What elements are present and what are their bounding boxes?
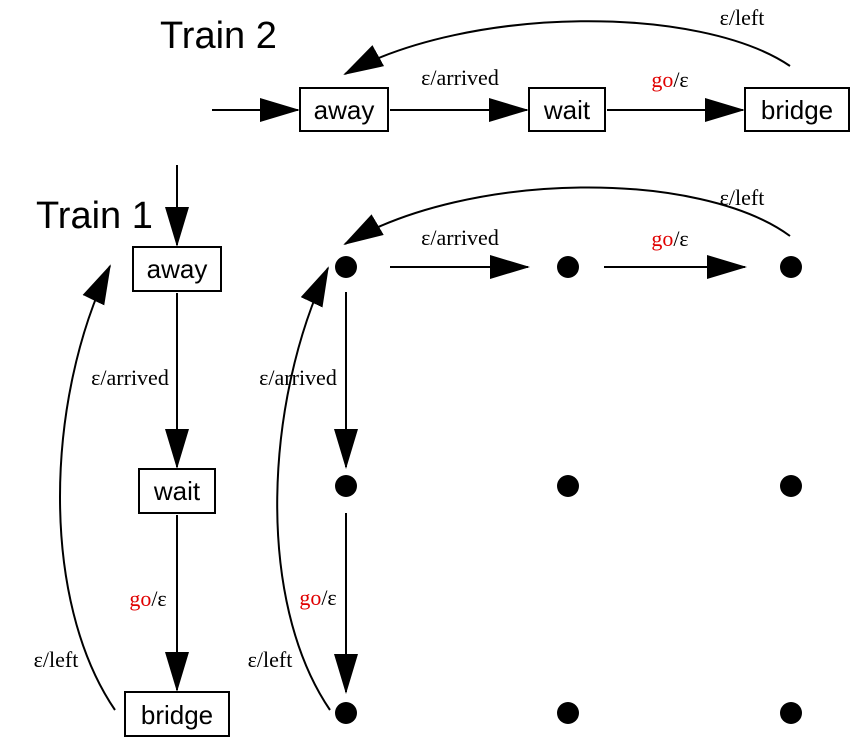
state-label: bridge (141, 700, 213, 730)
product-state-away-away (335, 256, 357, 278)
product-state-bridge-wait (557, 702, 579, 724)
train2-title: Train 2 (160, 15, 277, 57)
train2-state-bridge: bridge (744, 87, 850, 132)
product-label-top-b: go/ε (651, 226, 688, 251)
product-state-away-bridge (780, 256, 802, 278)
train2-state-wait: wait (528, 87, 606, 132)
train2-label-wait-bridge: go/ε (651, 67, 688, 92)
train1-title: Train 1 (36, 195, 153, 237)
train1-label-away-wait: ε/arrived (91, 365, 169, 390)
train2-state-away: away (299, 87, 389, 132)
train1-state-bridge: bridge (124, 691, 230, 737)
state-label: wait (543, 95, 591, 125)
state-label: wait (153, 476, 201, 506)
train2-automaton: Train 2 away wait bridge ε/arrived go/ε … (160, 5, 850, 132)
train1-label-bridge-away: ε/left (34, 647, 79, 672)
product-edge-top-c (343, 186, 791, 246)
train1-state-wait: wait (138, 468, 216, 514)
product-state-wait-away (335, 475, 357, 497)
product-label-top-c: ε/left (720, 185, 765, 210)
product-state-wait-bridge (780, 475, 802, 497)
product-state-away-wait (557, 256, 579, 278)
product-automaton: ε/arrived go/ε ε/left ε/arrived go/ε ε/l… (248, 185, 802, 724)
state-label: away (314, 95, 375, 125)
state-label: away (147, 254, 208, 284)
train1-state-away: away (132, 246, 222, 292)
product-label-left-c: ε/left (248, 647, 293, 672)
product-state-wait-wait (557, 475, 579, 497)
train1-label-wait-bridge: go/ε (129, 586, 166, 611)
product-label-top-a: ε/arrived (421, 225, 499, 250)
train2-label-away-wait: ε/arrived (421, 65, 499, 90)
product-edge-left-c (276, 266, 331, 711)
product-label-left-b: go/ε (299, 585, 336, 610)
train2-label-bridge-away: ε/left (720, 5, 765, 30)
train1-automaton: Train 1 away wait bridge ε/arrived go/ε … (34, 165, 230, 737)
product-label-left-a: ε/arrived (259, 365, 337, 390)
state-label: bridge (761, 95, 833, 125)
train1-edge-bridge-away (59, 264, 116, 711)
product-state-bridge-away (335, 702, 357, 724)
product-state-bridge-bridge (780, 702, 802, 724)
train2-edge-bridge-away (343, 20, 791, 75)
